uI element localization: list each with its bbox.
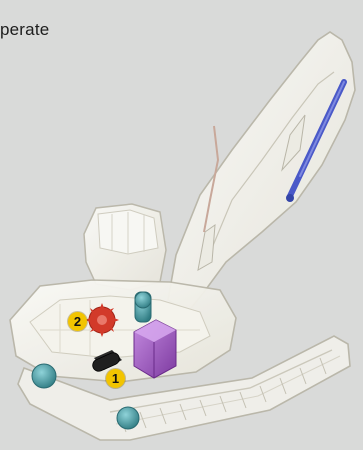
boom-arm <box>168 32 355 312</box>
callout-marker-1: 1 <box>106 369 125 388</box>
idler-wheel-front <box>32 364 56 388</box>
gear-component <box>85 303 119 337</box>
callout-marker-2: 2 <box>68 312 87 331</box>
idler-wheel-rear <box>117 407 139 429</box>
operator-cab <box>84 204 166 290</box>
hydraulic-pump <box>135 292 151 322</box>
engine-block <box>134 320 176 378</box>
